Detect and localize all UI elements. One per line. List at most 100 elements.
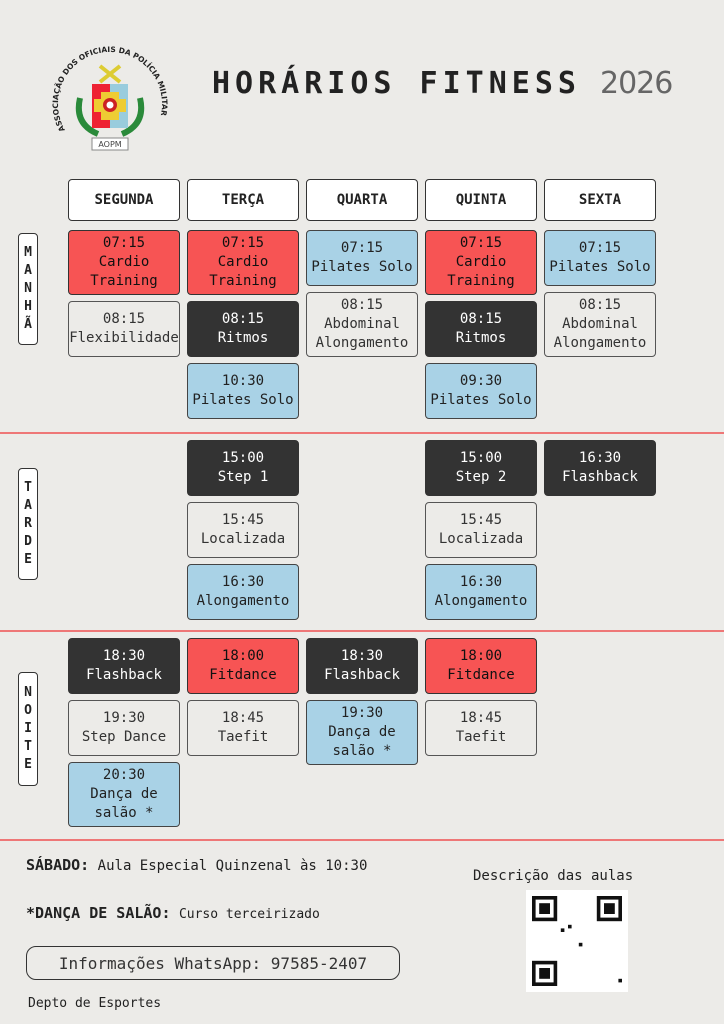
class-name: Fitdance <box>209 667 277 683</box>
class-name: Flashback <box>86 667 162 683</box>
divider <box>0 839 724 841</box>
class-name: Cardio Training <box>447 254 515 289</box>
class-time: 10:30 <box>221 373 265 389</box>
class-name: Dança de salão * <box>328 724 396 759</box>
class-time: 15:00 <box>221 450 265 466</box>
class-time: 16:30 <box>221 574 265 590</box>
period-label-manha: MANHÃ <box>18 233 38 345</box>
class-name: Alongamento <box>434 593 528 609</box>
class-name: Taefit <box>455 729 507 745</box>
class-name: Abdominal Alongamento <box>315 316 409 351</box>
day-column <box>544 638 656 827</box>
class-name: Alongamento <box>196 593 290 609</box>
day-column <box>68 440 180 620</box>
danca-label: *DANÇA DE SALÃO: <box>26 904 171 922</box>
class-time: 19:30 <box>340 705 384 721</box>
class-time: 08:15 <box>340 297 384 313</box>
period-label-noite: NOITE <box>18 672 38 786</box>
danca-text: Curso terceirizado <box>178 907 320 922</box>
class-time: 20:30 <box>102 767 146 783</box>
page-title: HORÁRIOS FITNESS <box>212 66 581 101</box>
class-time: 08:15 <box>578 297 622 313</box>
class-name: Ritmos <box>455 330 507 346</box>
class-name: Dança de salão * <box>90 786 158 821</box>
class-name: Fitdance <box>447 667 515 683</box>
period-label-text: TARDE <box>24 480 32 567</box>
day-header: SEGUNDA <box>68 179 180 221</box>
class-name: Cardio Training <box>90 254 158 289</box>
day-header: TERÇA <box>187 179 299 221</box>
period-label-text: NOITE <box>24 685 32 772</box>
class-time: 18:30 <box>340 648 384 664</box>
class-time: 07:15 <box>102 235 146 251</box>
qr-label: Descrição das aulas <box>473 868 634 884</box>
class-name: Ritmos <box>217 330 269 346</box>
class-time: 08:15 <box>221 311 265 327</box>
class-name: Abdominal Alongamento <box>553 316 647 351</box>
qr-code[interactable] <box>526 890 628 992</box>
day-column <box>306 440 418 620</box>
sabado-text: Aula Especial Quinzenal às 10:30 <box>97 858 368 874</box>
sabado-note: SÁBADO: Aula Especial Quinzenal às 10:30 <box>26 856 367 874</box>
class-name: Pilates Solo <box>549 259 651 275</box>
class-name: Pilates Solo <box>192 392 294 408</box>
class-name: Localizada <box>438 531 524 547</box>
class-name: Taefit <box>217 729 269 745</box>
class-time: 15:45 <box>459 512 503 528</box>
class-name: Pilates Solo <box>430 392 532 408</box>
class-time: 18:45 <box>221 710 265 726</box>
class-time: 08:15 <box>459 311 503 327</box>
year: 2026 <box>600 66 673 101</box>
class-name: Localizada <box>200 531 286 547</box>
period-label-text: MANHÃ <box>24 245 32 332</box>
class-time: 15:45 <box>221 512 265 528</box>
day-header: QUARTA <box>306 179 418 221</box>
class-time: 07:15 <box>578 240 622 256</box>
class-time: 18:00 <box>459 648 503 664</box>
class-time: 16:30 <box>459 574 503 590</box>
whatsapp-info: Informações WhatsApp: 97585-2407 <box>26 946 400 980</box>
day-header: SEXTA <box>544 179 656 221</box>
day-header: QUINTA <box>425 179 537 221</box>
class-time: 09:30 <box>459 373 503 389</box>
class-time: 08:15 <box>102 311 146 327</box>
sabado-label: SÁBADO: <box>26 856 90 874</box>
class-time: 18:45 <box>459 710 503 726</box>
divider <box>0 432 724 434</box>
